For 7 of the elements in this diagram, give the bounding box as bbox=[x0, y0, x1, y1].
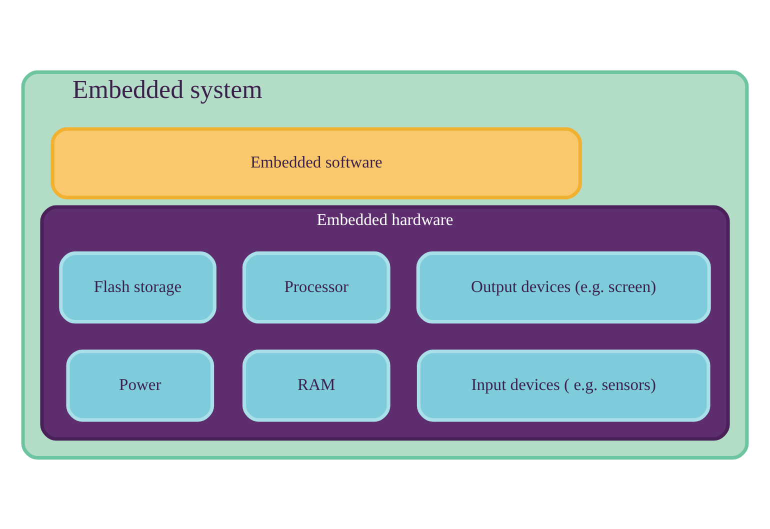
node-box: Power bbox=[66, 349, 214, 422]
node-box: Input devices ( e.g. sensors) bbox=[416, 349, 710, 422]
node-box: RAM bbox=[242, 349, 390, 422]
node-box: Embedded software bbox=[50, 126, 582, 199]
node-box: Processor bbox=[242, 250, 390, 324]
node-box: Output devices (e.g. screen) bbox=[416, 250, 711, 324]
node-box: Flash storage bbox=[59, 250, 216, 324]
